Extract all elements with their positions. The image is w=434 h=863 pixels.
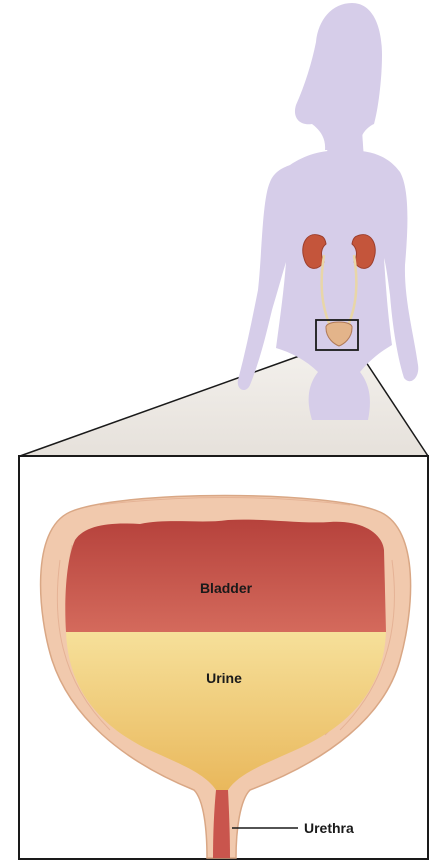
label-bladder: Bladder (200, 580, 253, 596)
label-urine: Urine (206, 670, 242, 686)
bladder-cavity (65, 520, 386, 632)
label-urethra: Urethra (304, 820, 354, 836)
female-silhouette (238, 3, 419, 420)
urethra (213, 790, 230, 858)
